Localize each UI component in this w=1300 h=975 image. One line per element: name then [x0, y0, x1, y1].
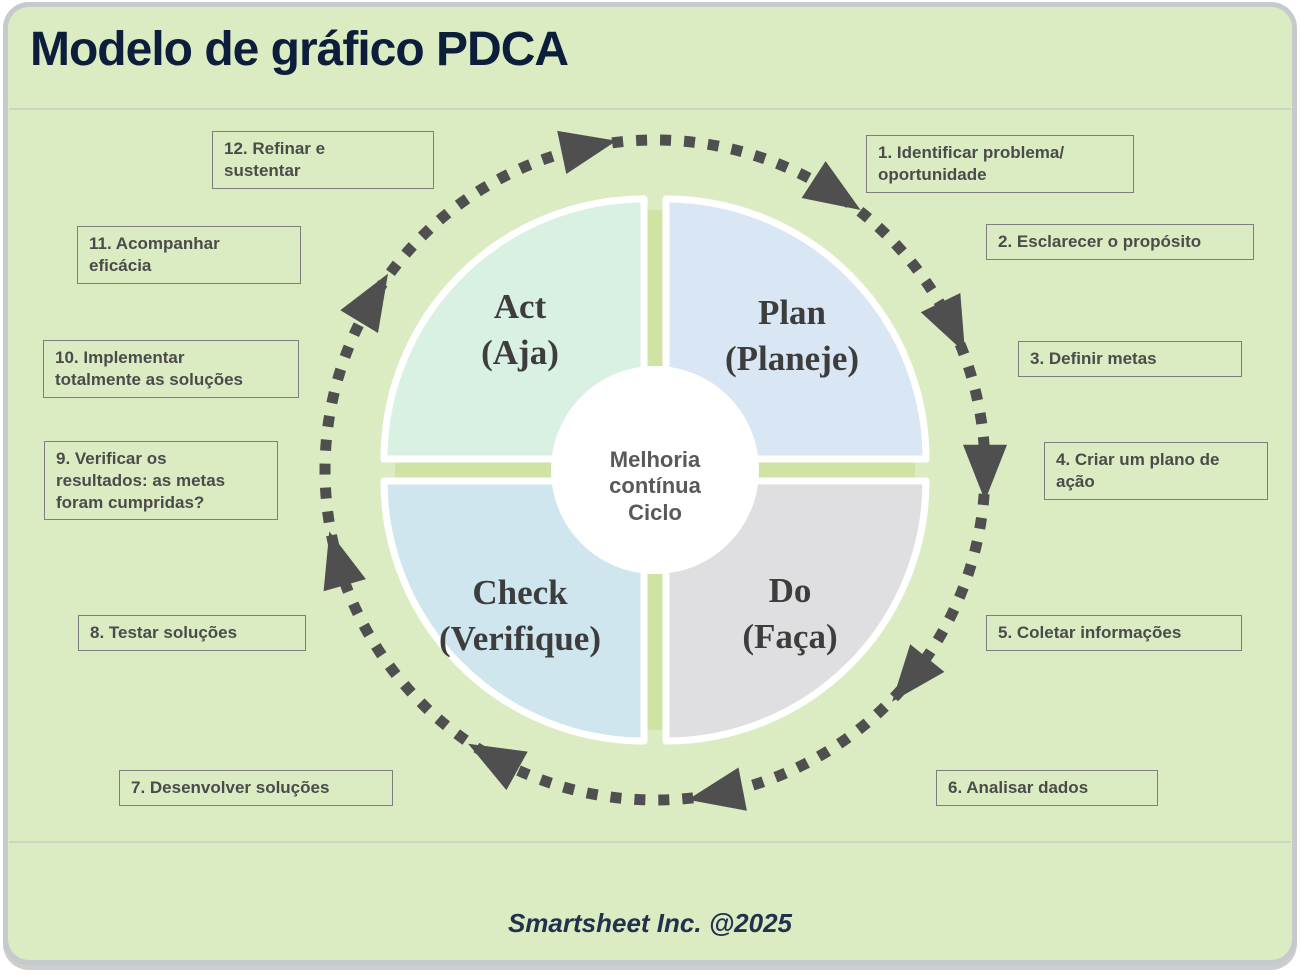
step-box-1: 1. Identificar problema/ oportunidade	[866, 135, 1134, 193]
step-box-10: 10. Implementar totalmente as soluções	[43, 340, 299, 398]
cycle-arrowhead-9	[340, 273, 388, 333]
quadrant-label-do-main: Do	[768, 571, 812, 610]
step-box-3: 3. Definir metas	[1018, 341, 1242, 377]
cycle-arrowhead-2	[801, 161, 861, 210]
step-box-5: 5. Coletar informações	[986, 615, 1242, 651]
page-title: Modelo de gráfico PDCA	[30, 23, 569, 76]
step-box-2: 2. Esclarecer o propósito	[986, 224, 1254, 260]
step-box-8: 8. Testar soluções	[78, 615, 306, 651]
quadrant-label-plan-main: Plan	[757, 293, 827, 332]
quadrant-label-act-sub: (Aja)	[481, 333, 559, 373]
cycle-arrowhead-5	[892, 644, 945, 702]
quadrant-label-check-sub: (Verifique)	[438, 619, 601, 659]
quadrant-label-check: Check (Verifique)	[395, 570, 645, 662]
step-box-11: 11. Acompanhar eficácia	[77, 226, 301, 284]
footer-divider	[9, 841, 1291, 843]
header-divider	[9, 108, 1291, 110]
cycle-arrowhead-7	[468, 743, 528, 791]
quadrant-do	[662, 477, 930, 745]
quadrant-label-plan-sub: (Planeje)	[724, 339, 860, 379]
step-box-4: 4. Criar um plano de ação	[1044, 442, 1268, 500]
quadrant-label-act: Act (Aja)	[395, 284, 645, 376]
footer-credit: Smartsheet Inc. @2025	[507, 908, 793, 938]
quadrant-label-plan: Plan (Planeje)	[667, 290, 917, 382]
step-box-12: 12. Refinar e sustentar	[212, 131, 434, 189]
center-label: Melhoria contínua Ciclo	[609, 447, 701, 525]
step-box-7: 7. Desenvolver soluções	[119, 770, 393, 806]
quadrant-label-check-main: Check	[472, 573, 568, 612]
quadrant-label-do: Do (Faça)	[665, 568, 915, 660]
cycle-arrowhead-1	[557, 130, 617, 174]
quadrant-label-act-main: Act	[493, 287, 547, 326]
cycle-arrowheads	[323, 130, 1007, 811]
quadrant-act	[380, 195, 648, 463]
cycle-arrowhead-8	[323, 531, 366, 592]
quadrant-check	[380, 477, 648, 745]
step-box-6: 6. Analisar dados	[936, 770, 1158, 806]
cycle-arrowhead-3	[920, 293, 966, 353]
cycle-arrowhead-4	[963, 444, 1007, 501]
center-circle	[551, 366, 759, 574]
quadrant-label-do-sub: (Faça)	[742, 617, 838, 657]
quadrant-plan	[662, 195, 930, 463]
cycle-arrowhead-6	[687, 767, 747, 811]
step-box-9: 9. Verificar os resultados: as metas for…	[44, 441, 278, 521]
